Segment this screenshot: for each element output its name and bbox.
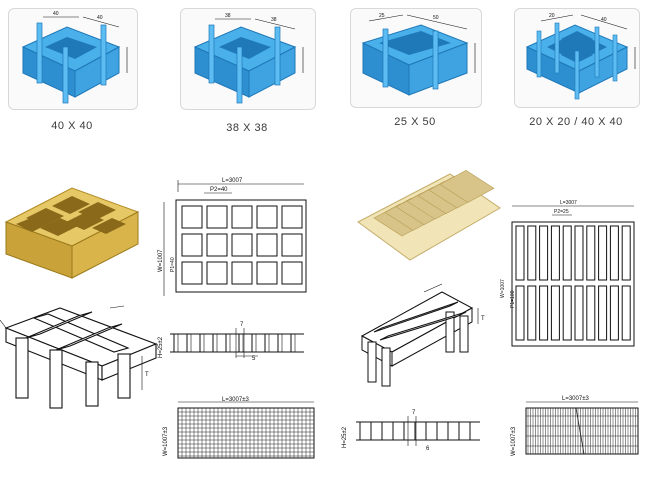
grid-slot [621, 225, 631, 281]
square-iso-height: T [145, 372, 149, 378]
grid-cell [181, 205, 203, 229]
profile-card-20x20-40x40: 20 40 [514, 8, 640, 108]
rect-section-top: 7 [412, 410, 416, 416]
profile-25x50-dim-b: 50 [433, 15, 439, 21]
square-full-length: L=3007±3 [222, 397, 249, 403]
grid-slot [598, 225, 608, 281]
rect-full-width: W=1007±3 [511, 426, 517, 456]
rect-grating-section-view: H=25±2 7 6 [342, 410, 480, 452]
profile-20x20-40x40-illustration: 20 40 [525, 13, 636, 100]
rect-grating-plan-view: L=3007 P2=25 W=1007 P1=100 [500, 200, 635, 347]
rect-full-mesh [526, 407, 638, 455]
profile-38x38-dim-a: 38 [225, 13, 231, 19]
rect-full-length: L=3007±3 [562, 396, 589, 402]
grid-slot [562, 225, 572, 281]
grid-cell [256, 205, 278, 229]
grid-slot [550, 225, 560, 281]
profile-38x38-dim-b: 38 [271, 17, 277, 23]
square-section-bottom: 5 [252, 356, 256, 362]
grid-slot [539, 285, 549, 341]
profile-40x40-dim-b: 40 [97, 15, 103, 21]
grid-cell [231, 261, 253, 285]
square-grating-plan-view: L=3007 P2=40 W=1007 P1=40 [158, 178, 307, 296]
rect-plan-length: L=3007 [560, 200, 577, 206]
grid-cell [281, 261, 303, 285]
rect-section-height: H=25±2 [342, 426, 348, 448]
rect-plan-pitch-side: P1=100 [510, 290, 516, 308]
square-full-mesh [178, 408, 314, 458]
profile-card-25x50: 25 50 [350, 8, 482, 108]
grid-cell [281, 233, 303, 257]
rect-iso-height: T [481, 316, 485, 322]
square-plan-cells [181, 205, 303, 285]
rect-section-bottom: 6 [426, 446, 430, 452]
rect-photo-slots [373, 170, 495, 237]
profile-caption-20x20-40x40: 20 X 20 / 40 X 40 [529, 116, 623, 128]
grid-cell [206, 233, 228, 257]
profile-25x50-dim-a: 25 [379, 13, 385, 19]
grid-slot [515, 225, 525, 281]
grid-slot [574, 285, 584, 341]
grid-slot [574, 225, 584, 281]
grid-slot [527, 285, 537, 341]
square-grating-full-panel: L=3007±3 W=1007±3 [163, 397, 315, 459]
square-section-height: H=25±2 [158, 336, 164, 358]
profile-caption-40x40: 40 X 40 [51, 120, 93, 132]
grid-cell [281, 205, 303, 229]
grid-cell [181, 261, 203, 285]
square-plan-pitch: P2=40 [210, 187, 228, 193]
grid-slot [609, 285, 619, 341]
square-plan-width: W=1007 [158, 249, 164, 272]
grid-cell [256, 233, 278, 257]
rect-grating-photo [357, 170, 501, 261]
profile-20x20-dim-a: 20 [549, 13, 555, 19]
grid-slot [515, 285, 525, 341]
profile-card-40x40: 40 40 [8, 8, 138, 110]
grid-slot [539, 225, 549, 281]
square-full-width: W=1007±3 [163, 426, 169, 456]
square-grating-iso-drawing: T [0, 305, 158, 409]
grid-cell [206, 261, 228, 285]
profile-25x50-illustration: 25 50 [361, 13, 476, 96]
grid-cell [206, 205, 228, 229]
grid-slot [609, 225, 619, 281]
profile-38x38-illustration: 38 38 [193, 13, 304, 104]
profile-card-38x38: 38 38 [180, 8, 316, 110]
profile-20x20-dim-b: 40 [601, 17, 607, 23]
grid-cell [231, 233, 253, 257]
grid-slot [550, 285, 560, 341]
grid-cell [231, 205, 253, 229]
grid-cell [181, 233, 203, 257]
grid-slot [621, 285, 631, 341]
rect-plan-width: W=1007 [500, 279, 506, 298]
profile-40x40-dim-a: 40 [53, 11, 59, 17]
grid-slot [562, 285, 572, 341]
square-plan-pitch-side: P1=40 [170, 257, 176, 272]
square-section-top: 7 [240, 322, 244, 328]
grid-slot [586, 285, 596, 341]
grid-slot [598, 285, 608, 341]
rect-plan-cells [515, 225, 631, 341]
grid-slot [586, 225, 596, 281]
square-grating-photo [4, 187, 140, 279]
rect-grating-full-panel: L=3007±3 W=1007±3 [511, 396, 639, 456]
profile-caption-38x38: 38 X 38 [226, 122, 268, 134]
square-plan-length: L=3007 [222, 178, 243, 184]
rect-plan-pitch: P2=25 [554, 209, 569, 215]
rect-section-bars [359, 422, 471, 440]
photo-slot [439, 170, 495, 203]
grid-cell [256, 261, 278, 285]
square-grating-section-view: H=25±2 7 5 [158, 322, 304, 362]
profile-caption-25x50: 25 X 50 [394, 116, 436, 128]
square-section-bars [173, 334, 296, 352]
grid-slot [527, 225, 537, 281]
break-line [575, 407, 585, 455]
rect-grating-iso-drawing: T [360, 283, 485, 387]
profile-40x40-illustration: 40 40 [21, 11, 128, 104]
